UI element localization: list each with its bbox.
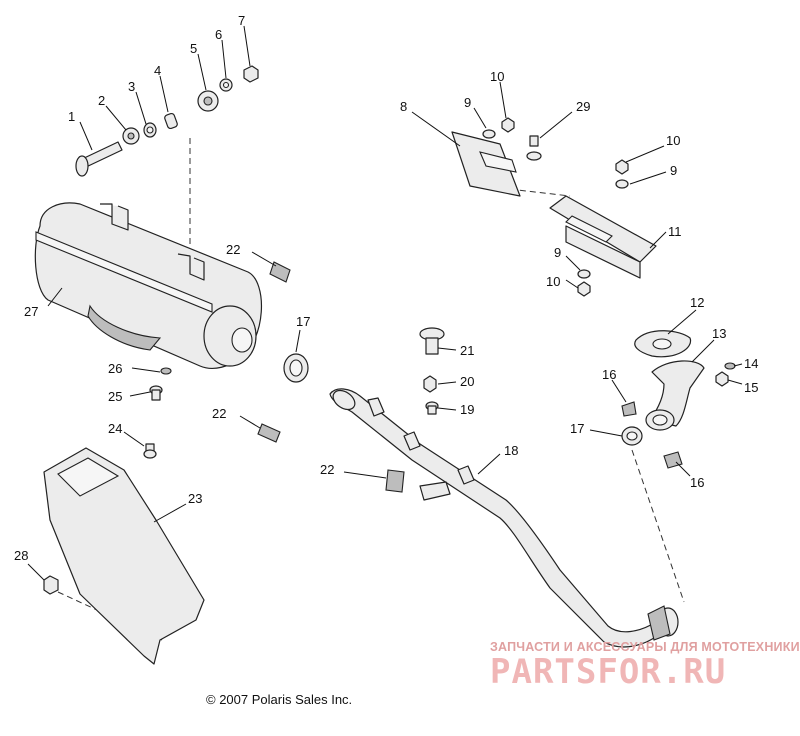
bolt-1 (75, 141, 123, 177)
copyright-text: © 2007 Polaris Sales Inc. (206, 692, 353, 707)
callout-3: 3 (128, 79, 135, 94)
bumper-21 (419, 327, 445, 355)
callout-10-right: 10 (666, 133, 680, 148)
muffler (34, 202, 263, 370)
nut-10-right (615, 159, 629, 175)
callout-5: 5 (190, 41, 197, 56)
clip-26 (160, 367, 172, 375)
callout-18: 18 (504, 443, 518, 458)
heat-shield-23 (43, 447, 205, 665)
callout-22-upper: 22 (226, 242, 240, 257)
nut-7 (243, 65, 259, 83)
watermark-tagline: ЗАПЧАСТИ И АКСЕССУАРЫ ДЛЯ МОТОТЕХНИКИ (490, 640, 800, 654)
exhaust-pipe-18 (329, 388, 679, 648)
callout-6: 6 (215, 27, 222, 42)
callout-8: 8 (400, 99, 407, 114)
callout-2: 2 (98, 93, 105, 108)
seal-17-left (283, 353, 309, 383)
bolt-19 (425, 401, 439, 415)
washer-3 (143, 122, 157, 138)
gasket-12 (634, 330, 692, 358)
bracket-11 (549, 195, 657, 279)
assembly-line-gasket (631, 449, 685, 603)
callout-24: 24 (108, 421, 122, 436)
grommet-2 (122, 127, 140, 145)
callout-20: 20 (460, 374, 474, 389)
washer-6 (219, 78, 233, 92)
washer-9-top (482, 129, 496, 139)
heat-shield-8 (451, 131, 521, 197)
callout-9-lower: 9 (554, 245, 561, 260)
sleeve-4 (164, 112, 178, 130)
callout-22-middle: 22 (212, 406, 226, 421)
callout-10-lower: 10 (546, 274, 560, 289)
callout-19: 19 (460, 402, 474, 417)
spring-22-middle (257, 423, 281, 443)
bolt-25 (149, 385, 163, 401)
bolt-24 (143, 443, 157, 459)
callout-12: 12 (690, 295, 704, 310)
callout-29: 29 (576, 99, 590, 114)
nut-10-top (501, 117, 515, 133)
spring-16-top (621, 401, 637, 417)
nut-15 (715, 371, 729, 387)
callout-25: 25 (108, 389, 122, 404)
bolt-28 (43, 575, 59, 595)
callout-17-right: 17 (570, 421, 584, 436)
spring-22-lower (385, 469, 405, 493)
washer-9-lower (577, 269, 591, 279)
callout-22-lower: 22 (320, 462, 334, 477)
callout-14: 14 (744, 356, 758, 371)
washer-9-right (615, 179, 629, 189)
nut-10-lower (577, 281, 591, 297)
callout-21: 21 (460, 343, 474, 358)
callout-9-right: 9 (670, 163, 677, 178)
head-pipe-13 (645, 360, 705, 431)
bolt-29 (526, 135, 542, 161)
watermark-brand: PARTSFOR.RU (490, 652, 727, 692)
callout-16-top: 16 (602, 367, 616, 382)
callout-9-top: 9 (464, 95, 471, 110)
callout-28: 28 (14, 548, 28, 563)
callout-7: 7 (238, 13, 245, 28)
callout-10-top: 10 (490, 69, 504, 84)
nut-20 (423, 375, 437, 393)
callout-16-bottom: 16 (690, 475, 704, 490)
seal-17-right (621, 426, 643, 446)
stud-14 (724, 362, 736, 370)
callout-11: 11 (668, 224, 682, 239)
callout-27: 27 (24, 304, 38, 319)
callout-13: 13 (712, 326, 726, 341)
callout-26: 26 (108, 361, 122, 376)
callout-17-left: 17 (296, 314, 310, 329)
spring-22-upper (269, 261, 291, 283)
callout-4: 4 (154, 63, 161, 78)
callout-15: 15 (744, 380, 758, 395)
callout-23: 23 (188, 491, 202, 506)
callout-1: 1 (68, 109, 75, 124)
grommet-5 (197, 90, 219, 112)
